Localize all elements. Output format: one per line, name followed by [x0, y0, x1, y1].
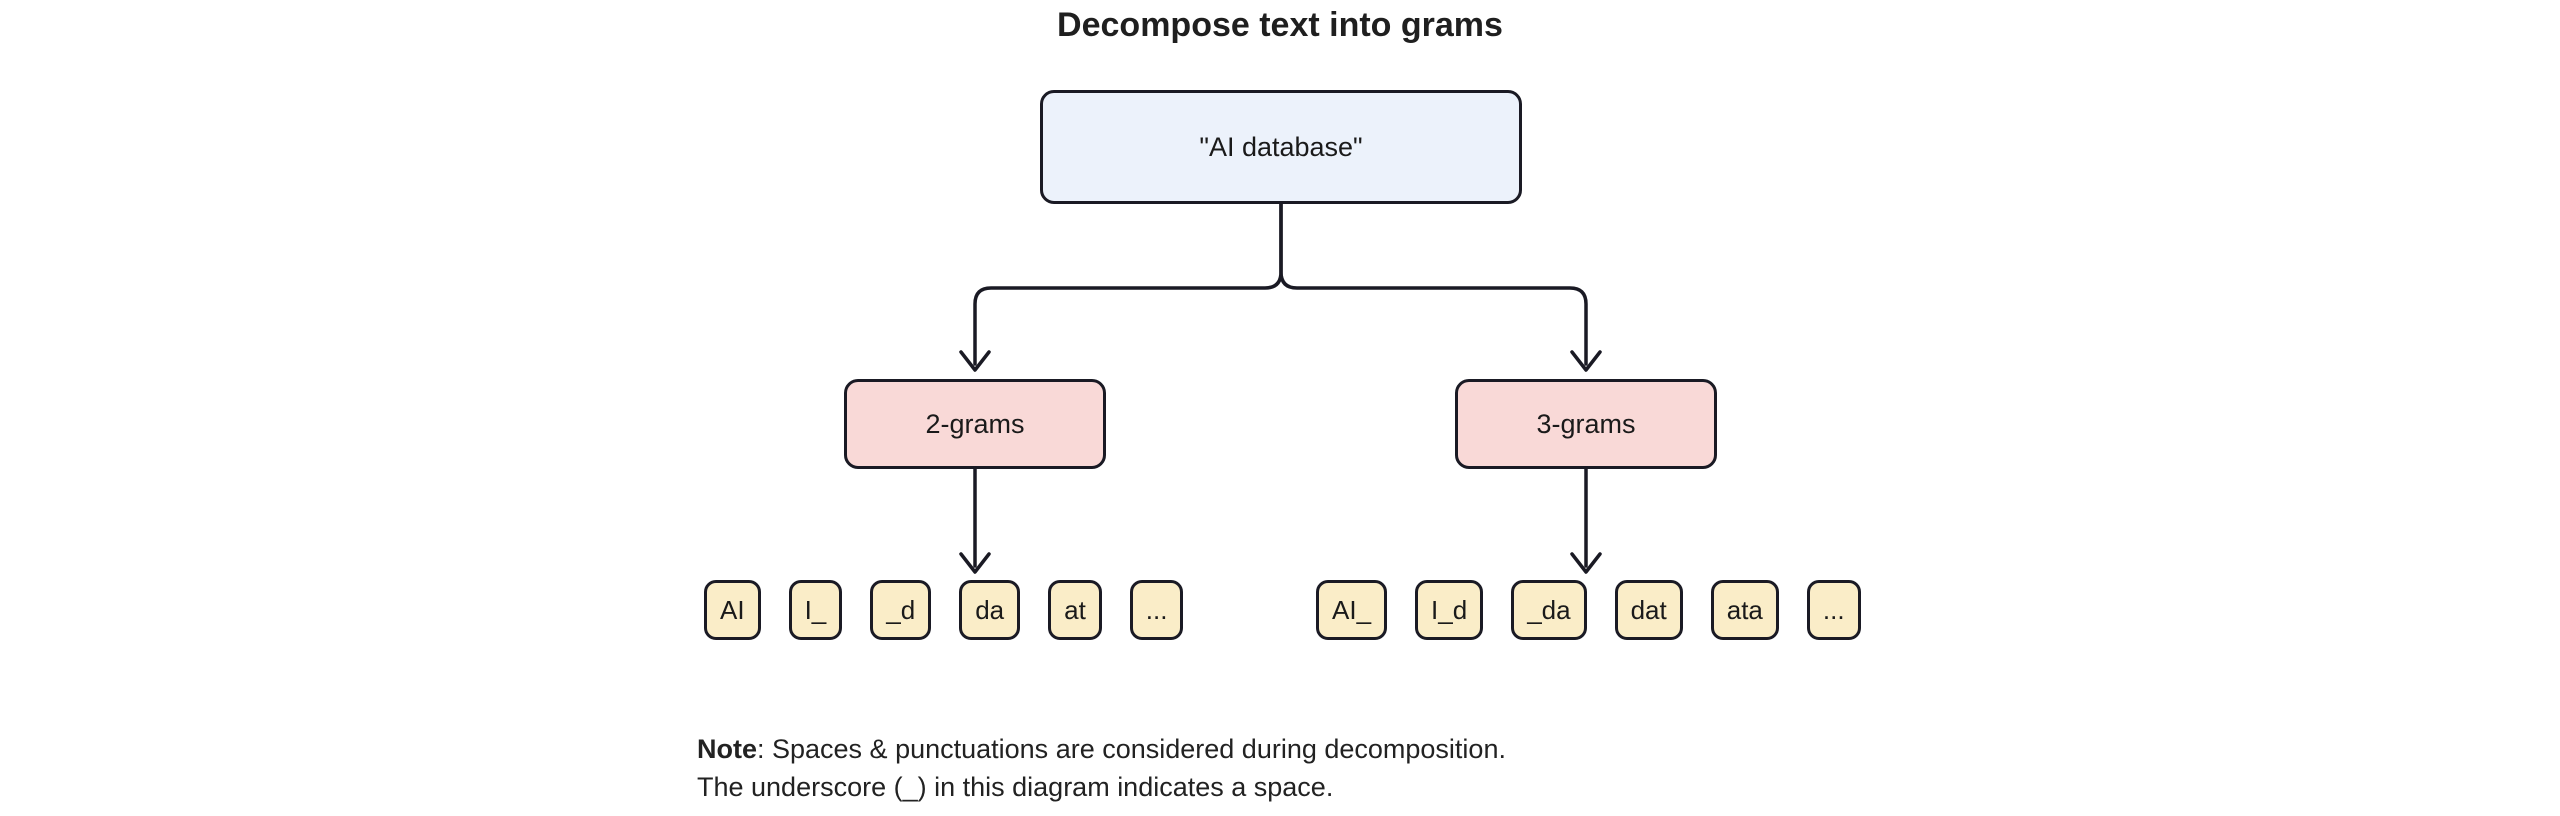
diagram-note: Note: Spaces & punctuations are consider… [697, 730, 1506, 806]
leaf-node: AI_ [1316, 580, 1388, 640]
leaf-node: at [1048, 580, 1102, 640]
leaf-row-3grams: AI_ I_d _da dat ata ... [1316, 580, 1861, 640]
arrowhead-2grams [959, 350, 991, 372]
arrowhead-3grams [1570, 350, 1602, 372]
leaf-node: I_d [1415, 580, 1484, 640]
arrowhead-3grams-leaves [1570, 552, 1602, 574]
leaf-node: ... [1129, 580, 1184, 640]
branch-node-2grams: 2-grams [844, 379, 1106, 469]
diagram-title: Decompose text into grams [1057, 6, 1503, 44]
leaf-node: ... [1806, 580, 1861, 640]
root-node: "AI database" [1040, 90, 1522, 204]
leaf-node: ata [1710, 580, 1779, 640]
leaf-node: I_ [788, 580, 843, 640]
leaf-node: AI [704, 580, 761, 640]
note-line-2: The underscore (_) in this diagram indic… [697, 772, 1334, 802]
note-line-1-text: : Spaces & punctuations are considered d… [757, 734, 1506, 764]
edge-root-to-3grams [1279, 202, 1588, 366]
leaf-node: _da [1511, 580, 1587, 640]
leaf-row-2grams: AI I_ _d da at ... [704, 580, 1184, 640]
note-label: Note [697, 734, 757, 764]
branch-node-3grams: 3-grams [1455, 379, 1717, 469]
arrowhead-2grams-leaves [959, 552, 991, 574]
note-line-1: Note: Spaces & punctuations are consider… [697, 730, 1506, 768]
leaf-node: _d [870, 580, 932, 640]
leaf-node: dat [1614, 580, 1683, 640]
edge-root-to-2grams [973, 202, 1283, 366]
leaf-node: da [959, 580, 1021, 640]
